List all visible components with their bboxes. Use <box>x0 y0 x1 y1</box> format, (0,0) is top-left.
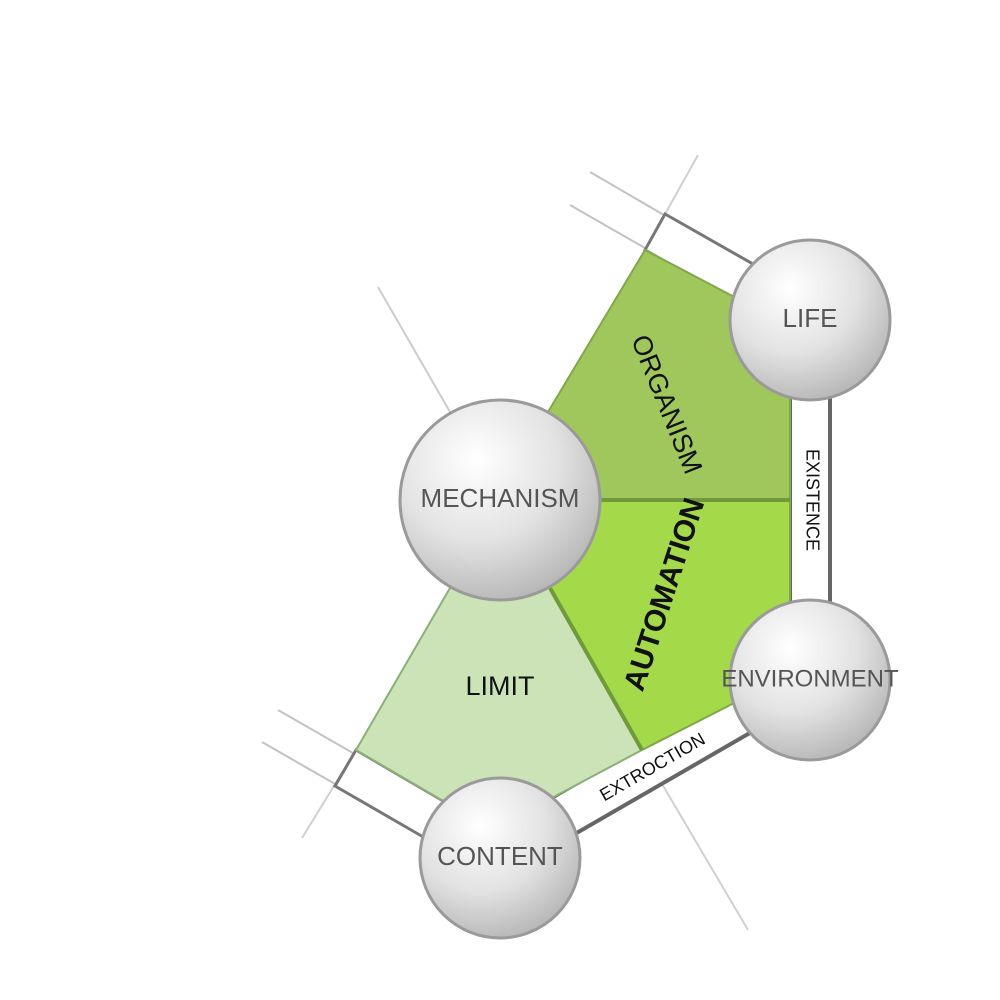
divider-automation-limit <box>548 587 644 751</box>
node-life: LIFE <box>728 238 892 402</box>
node-life-sphere <box>728 238 892 402</box>
node-environment-sphere <box>728 598 892 762</box>
band-label-existence: EXISTENCE <box>802 449 822 551</box>
node-content: CONTENT <box>418 776 582 940</box>
node-life-label: LIFE <box>783 303 838 333</box>
node-content-label: CONTENT <box>437 841 563 871</box>
node-mechanism-sphere <box>398 398 602 602</box>
segment-label-limit: LIMIT <box>465 671 534 701</box>
node-mechanism-label: MECHANISM <box>421 483 580 513</box>
node-content-sphere <box>418 776 582 940</box>
guide-line-upper-left <box>377 286 451 413</box>
node-environment: ENVIRONMENT <box>721 598 899 762</box>
node-environment-label: ENVIRONMENT <box>721 665 899 692</box>
node-mechanism: MECHANISM <box>398 398 602 602</box>
